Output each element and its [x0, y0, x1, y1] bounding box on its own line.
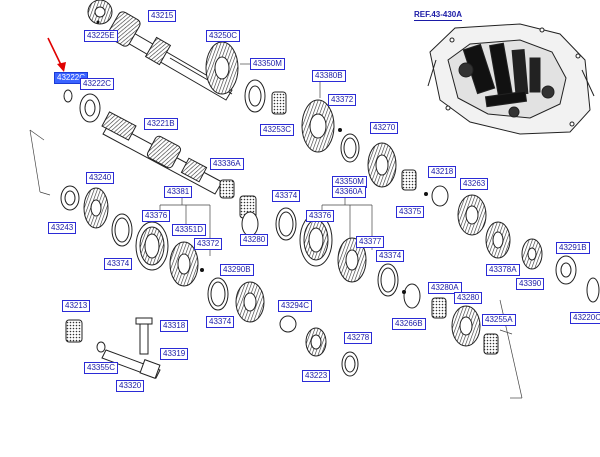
part-label[interactable]: 43374: [206, 316, 235, 328]
transmission-housing-illustration: [427, 23, 595, 135]
selection-arrow: [47, 37, 66, 72]
part-label[interactable]: 43291B: [556, 242, 590, 254]
part-label[interactable]: 43221B: [144, 118, 178, 130]
part-label[interactable]: 43240: [86, 172, 115, 184]
part-label[interactable]: 43218: [428, 166, 457, 178]
shift-fork: [96, 317, 161, 379]
part-label[interactable]: 43225E: [84, 30, 118, 42]
part-label[interactable]: 43253C: [260, 124, 295, 136]
part-label[interactable]: 43336A: [210, 158, 244, 170]
part-label[interactable]: 43294C: [278, 300, 313, 312]
part-label[interactable]: 43263: [460, 178, 489, 190]
part-label[interactable]: 43381: [164, 186, 193, 198]
reference-link[interactable]: REF.43-430A: [414, 10, 463, 21]
part-label[interactable]: 43250C: [206, 30, 241, 42]
part-label[interactable]: 43374: [376, 250, 405, 262]
part-label[interactable]: 43270: [370, 122, 399, 134]
part-label[interactable]: 43255A: [482, 314, 516, 326]
part-label[interactable]: 43380B: [312, 70, 346, 82]
part-label[interactable]: 43215: [148, 10, 177, 22]
part-label[interactable]: 43360A: [332, 186, 366, 198]
part-label[interactable]: 43278: [344, 332, 373, 344]
part-label[interactable]: 43372: [194, 238, 223, 250]
part-label[interactable]: 43320: [116, 380, 145, 392]
part-label[interactable]: 43220C: [570, 312, 600, 324]
part-label[interactable]: 43280: [454, 292, 483, 304]
part-label[interactable]: 43319: [160, 348, 189, 360]
part-label[interactable]: 43376: [306, 210, 335, 222]
part-label[interactable]: 43377: [356, 236, 385, 248]
part-label[interactable]: 43390: [516, 278, 545, 290]
part-label[interactable]: 43280A: [428, 282, 462, 294]
part-label[interactable]: 43378A: [486, 264, 520, 276]
part-label[interactable]: 43266B: [392, 318, 426, 330]
gear-parts: [60, 0, 600, 377]
part-label[interactable]: 43374: [272, 190, 301, 202]
part-label[interactable]: 43375: [396, 206, 425, 218]
part-label[interactable]: 43243: [48, 222, 77, 234]
part-label[interactable]: 43374: [104, 258, 133, 270]
part-label-selected[interactable]: 43222C: [54, 72, 89, 84]
main-shaft: [101, 111, 223, 195]
part-label[interactable]: 43290B: [220, 264, 254, 276]
part-label[interactable]: 43222C: [80, 78, 115, 90]
part-label[interactable]: 43318: [160, 320, 189, 332]
part-label[interactable]: 43351D: [172, 224, 207, 236]
part-label[interactable]: 43355C: [84, 362, 119, 374]
part-label[interactable]: 43213: [62, 300, 91, 312]
part-label[interactable]: 43223: [302, 370, 331, 382]
part-label[interactable]: 43350M: [250, 58, 285, 70]
part-label[interactable]: 43372: [328, 94, 357, 106]
part-label[interactable]: 43376: [142, 210, 171, 222]
part-label[interactable]: 43280: [240, 234, 269, 246]
